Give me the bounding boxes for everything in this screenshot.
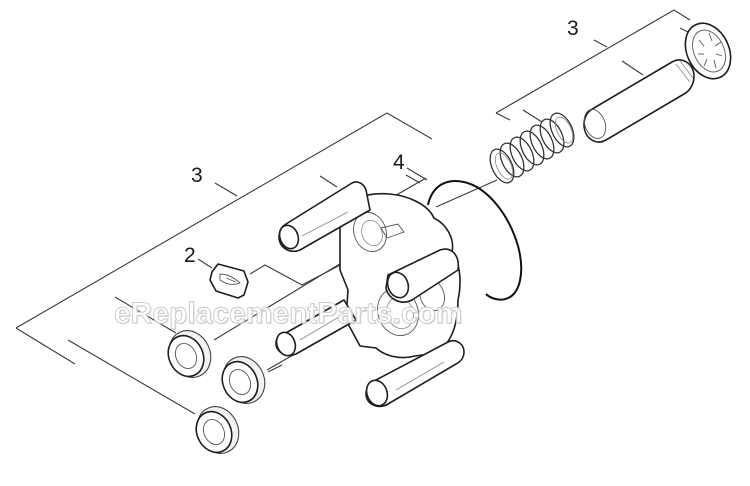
seal-ring-1 — [167, 330, 212, 378]
valve-sleeve-middle — [275, 299, 357, 357]
callout-label-3-left: 3 — [191, 164, 203, 187]
valve-sleeve-lower — [365, 339, 465, 408]
part-3-piston — [583, 59, 695, 143]
part-2-insert — [209, 263, 249, 299]
part-3-spring — [489, 112, 575, 184]
callout-label-2: 2 — [184, 244, 196, 267]
part-4-o-ring — [406, 167, 523, 301]
valve-housing — [339, 192, 461, 359]
callout-label-3-upper: 3 — [567, 17, 579, 40]
seal-ring-3 — [195, 406, 240, 454]
leader-2 — [197, 258, 213, 269]
callout-label-4: 4 — [393, 151, 405, 174]
part-3-retaining-clip — [684, 22, 732, 80]
seal-ring-2 — [221, 356, 266, 404]
valve-sleeve-upper — [278, 181, 371, 253]
